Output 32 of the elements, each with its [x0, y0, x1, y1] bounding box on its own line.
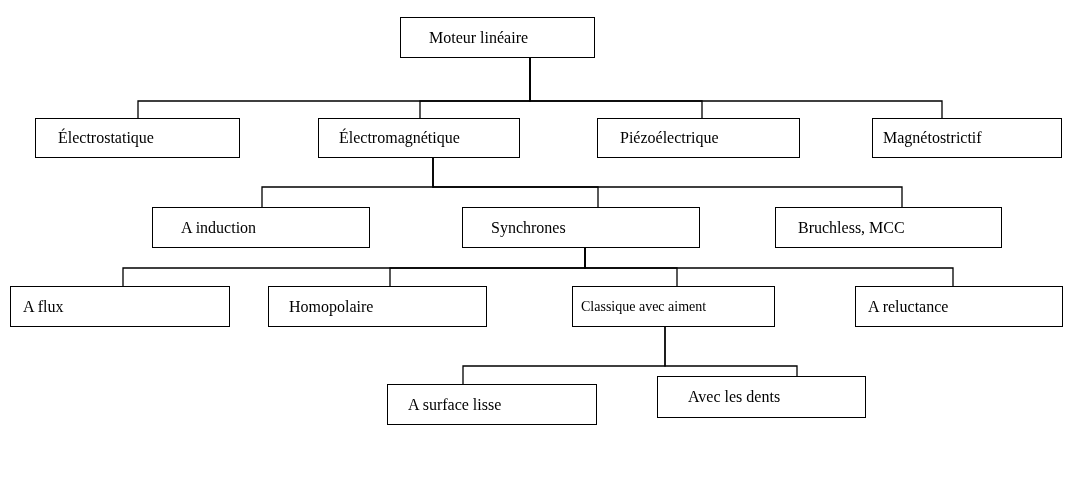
category-label: A induction: [181, 218, 257, 237]
category-label: Avec les dents: [688, 388, 781, 406]
category-label: Moteur linéaire: [429, 28, 529, 47]
category-box: [855, 286, 1063, 327]
category-box: [597, 118, 800, 158]
category-label: A flux: [23, 297, 64, 316]
category-label: A reluctance: [868, 297, 949, 316]
category-label: Piézoélectrique: [620, 129, 719, 147]
category-box: [775, 207, 1002, 248]
connector-line: [529, 57, 943, 119]
category-label: Bruchless, MCC: [798, 218, 905, 237]
category-box: [35, 118, 240, 158]
category-box: [10, 286, 230, 327]
category-box: [152, 207, 370, 248]
category-label: Électrostatique: [58, 129, 154, 147]
category-label: Synchrones: [491, 218, 566, 237]
category-label: Classique avec aiment: [581, 298, 707, 315]
category-box: [872, 118, 1062, 158]
category-box: [572, 286, 775, 327]
category-label: Homopolaire: [289, 297, 374, 316]
category-label: A surface lisse: [408, 395, 502, 414]
connector-line: [664, 326, 798, 377]
category-box: [462, 207, 700, 248]
category-label: Électromagnétique: [339, 129, 460, 147]
category-box: [318, 118, 520, 158]
connector-line: [432, 157, 903, 208]
category-box: [657, 376, 866, 418]
category-box: [400, 17, 595, 58]
category-box: [387, 384, 597, 425]
category-label: Magnétostrictif: [883, 129, 982, 147]
category-box: [268, 286, 487, 327]
connector-line: [584, 247, 954, 287]
